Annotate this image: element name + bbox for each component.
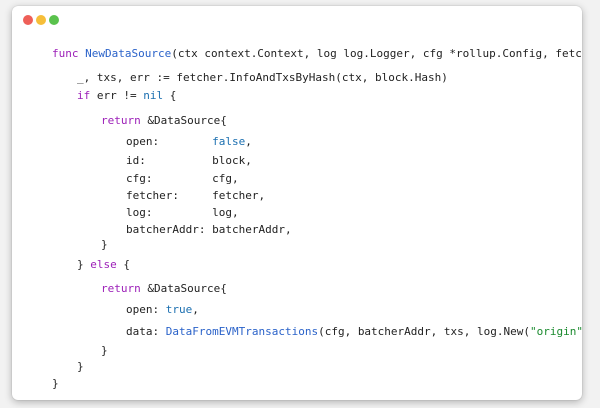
code-line: } else { (77, 257, 130, 273)
code-token: if (77, 89, 97, 102)
code-token: true (165, 303, 193, 316)
code-token: } (101, 238, 108, 251)
code-line: open: true, (126, 302, 199, 318)
code-token: (cfg, batcherAddr, txs, log.New( (318, 325, 530, 338)
window-titlebar (12, 6, 582, 34)
code-token: log: log, (126, 206, 239, 219)
code-token: return (101, 282, 148, 295)
code-line: data: DataFromEVMTransactions(cfg, batch… (126, 324, 582, 340)
code-token: batcherAddr: batcherAddr, (126, 223, 292, 236)
zoom-button[interactable] (49, 15, 59, 25)
code-token: err != (96, 89, 144, 102)
code-token: _, txs, err := fetcher.InfoAndTxsByHash(… (77, 71, 448, 84)
code-line: cfg: cfg, (126, 171, 239, 187)
code-line: _, txs, err := fetcher.InfoAndTxsByHash(… (77, 70, 448, 86)
code-line: return &DataSource{ (101, 113, 227, 129)
code-token: false (212, 135, 246, 148)
code-token: &DataSource{ (147, 282, 227, 295)
close-button[interactable] (23, 15, 33, 25)
code-line: } (77, 359, 84, 375)
code-token: DataFromEVMTransactions (165, 325, 319, 338)
code-line: return &DataSource{ (101, 281, 227, 297)
code-line: } (52, 376, 59, 392)
code-line: func NewDataSource(ctx context.Context, … (52, 46, 582, 62)
minimize-button[interactable] (36, 15, 46, 25)
code-token: fetcher: fetcher, (126, 189, 266, 202)
code-line: fetcher: fetcher, (126, 188, 265, 204)
code-line: } (101, 237, 108, 253)
code-token: (ctx context.Context, log log.Logger, cf… (171, 47, 582, 60)
code-token: } (77, 360, 84, 373)
code-token: NewDataSource (85, 47, 172, 60)
code-token: &DataSource{ (147, 114, 227, 127)
code-line: id: block, (126, 153, 252, 169)
code-token: , (245, 135, 252, 148)
code-token: return (101, 114, 148, 127)
code-token: { (116, 258, 130, 271)
code-token: func (52, 47, 86, 60)
code-token: } (101, 344, 108, 357)
code-token: { (163, 89, 177, 102)
code-token: id: block, (126, 154, 252, 167)
code-token: } (52, 377, 59, 390)
code-token: "origin" (530, 325, 582, 338)
code-token: , (192, 303, 199, 316)
code-token: open: (126, 135, 213, 148)
code-token: data: (126, 325, 166, 338)
code-line: if err != nil { (77, 88, 176, 104)
code-token: } (77, 258, 91, 271)
code-token: open: (126, 303, 166, 316)
code-block: func NewDataSource(ctx context.Context, … (12, 6, 582, 400)
code-token: else (90, 258, 117, 271)
code-line: batcherAddr: batcherAddr, (126, 222, 292, 238)
code-token: cfg: cfg, (126, 172, 239, 185)
code-line: open: false, (126, 134, 252, 150)
code-token: nil (143, 89, 164, 102)
code-window: func NewDataSource(ctx context.Context, … (12, 6, 582, 400)
code-line: log: log, (126, 205, 239, 221)
code-line: } (101, 343, 108, 359)
